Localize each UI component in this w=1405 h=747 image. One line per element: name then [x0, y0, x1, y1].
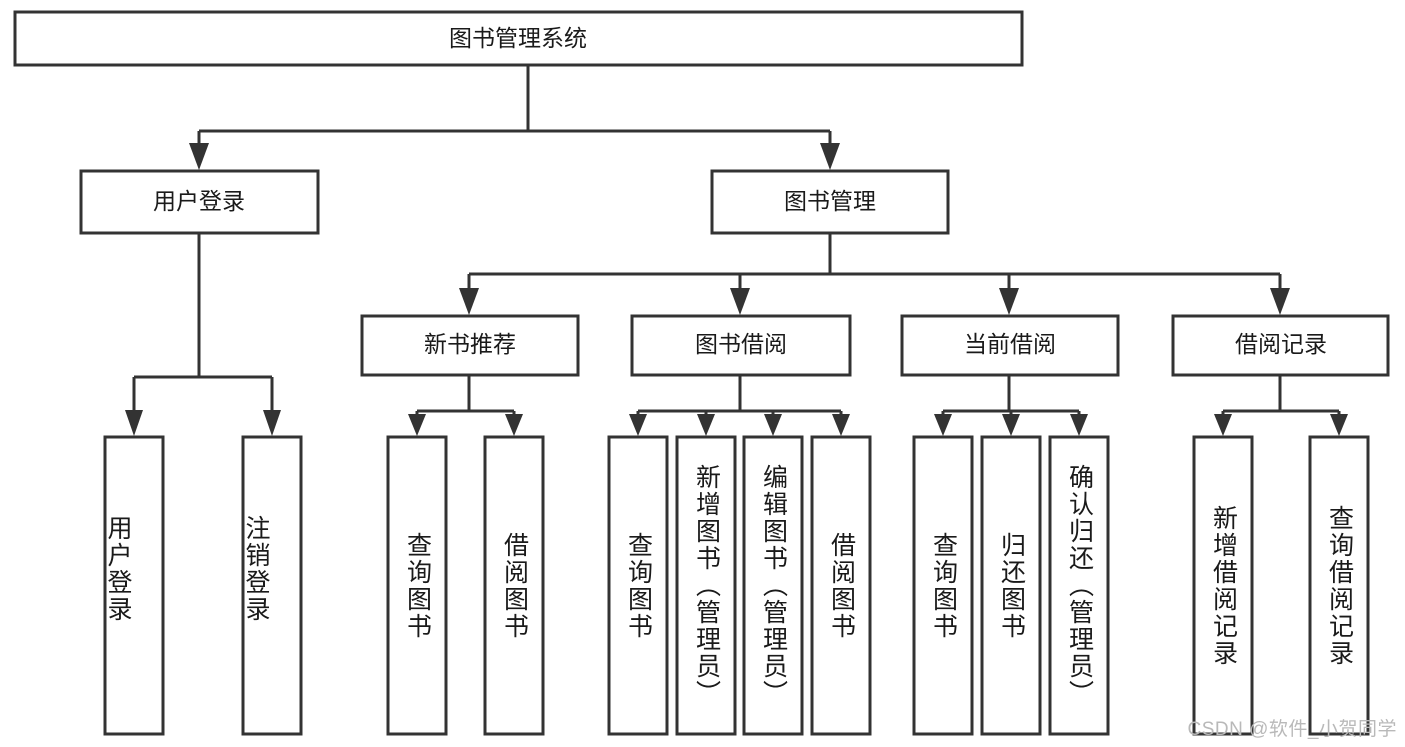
connector-layer	[125, 65, 1348, 436]
node-label-borrow-record: 借阅记录	[1235, 331, 1327, 357]
node-label-root: 图书管理系统	[449, 25, 587, 51]
arrow-head-leaf-query-record	[1330, 414, 1348, 436]
arrow-head-leaf-query-book-3	[934, 414, 952, 436]
node-box-leaf-6[interactable]	[742, 435, 804, 736]
node-box-leaf-0[interactable]	[103, 435, 165, 736]
node-box-leaf-9[interactable]	[980, 435, 1042, 736]
arrow-head-book-manage	[820, 143, 840, 170]
node-box-user-login[interactable]	[79, 169, 320, 235]
node-box-book-manage[interactable]	[710, 169, 950, 235]
arrow-head-user-login	[189, 143, 209, 170]
node-label-new-book-recommend: 新书推荐	[424, 331, 516, 357]
arrow-head-leaf-add-book	[697, 414, 715, 436]
arrow-head-leaf-return-book	[1002, 414, 1020, 436]
arrow-head-leaf-user-login	[125, 410, 143, 436]
node-box-leaf-8[interactable]	[912, 435, 974, 736]
arrow-head-new-book-rec	[459, 288, 479, 315]
node-label-current-borrow: 当前借阅	[964, 331, 1056, 357]
node-box-current-borrow[interactable]	[900, 314, 1120, 377]
arrow-head-leaf-borrow-book-2	[832, 414, 850, 436]
arrow-head-leaf-query-book-2	[629, 414, 647, 436]
arrow-head-borrow-record	[1270, 288, 1290, 315]
node-box-new-book-recommend[interactable]	[360, 314, 580, 377]
arrow-head-leaf-confirm-return	[1070, 414, 1088, 436]
csdn-watermark: CSDN @软件_小贺同学	[1187, 719, 1397, 740]
arrow-head-current-borrow	[999, 288, 1019, 315]
arrow-head-leaf-edit-book	[764, 414, 782, 436]
arrow-head-leaf-borrow-book-1	[505, 414, 523, 436]
node-box-leaf-10[interactable]	[1048, 435, 1110, 736]
node-label-user-login: 用户登录	[153, 188, 245, 214]
node-label-book-borrow: 图书借阅	[695, 331, 787, 357]
node-label-book-manage: 图书管理	[784, 188, 876, 214]
node-box-leaf-2[interactable]	[386, 435, 448, 736]
arrow-head-book-borrow	[730, 288, 750, 315]
arrow-head-leaf-query-book-1	[408, 414, 426, 436]
node-box-leaf-3[interactable]	[483, 435, 545, 736]
node-box-book-borrow[interactable]	[630, 314, 852, 377]
node-box-leaf-4[interactable]	[607, 435, 669, 736]
arrow-head-leaf-logout	[263, 410, 281, 436]
node-box-borrow-record[interactable]	[1171, 314, 1390, 377]
node-box-leaf-12[interactable]	[1308, 435, 1370, 736]
node-box-leaf-7[interactable]	[810, 435, 872, 736]
node-box-leaf-1[interactable]	[241, 435, 303, 736]
node-box-leaf-11[interactable]	[1192, 435, 1254, 736]
node-box-root[interactable]	[13, 10, 1024, 67]
arrow-head-leaf-add-record	[1214, 414, 1232, 436]
node-box-leaf-5[interactable]	[675, 435, 737, 736]
node-layer: 图书管理系统 用户登录 图书管理 新书推荐 图书借阅 当前借阅 借阅记录	[13, 10, 1390, 736]
